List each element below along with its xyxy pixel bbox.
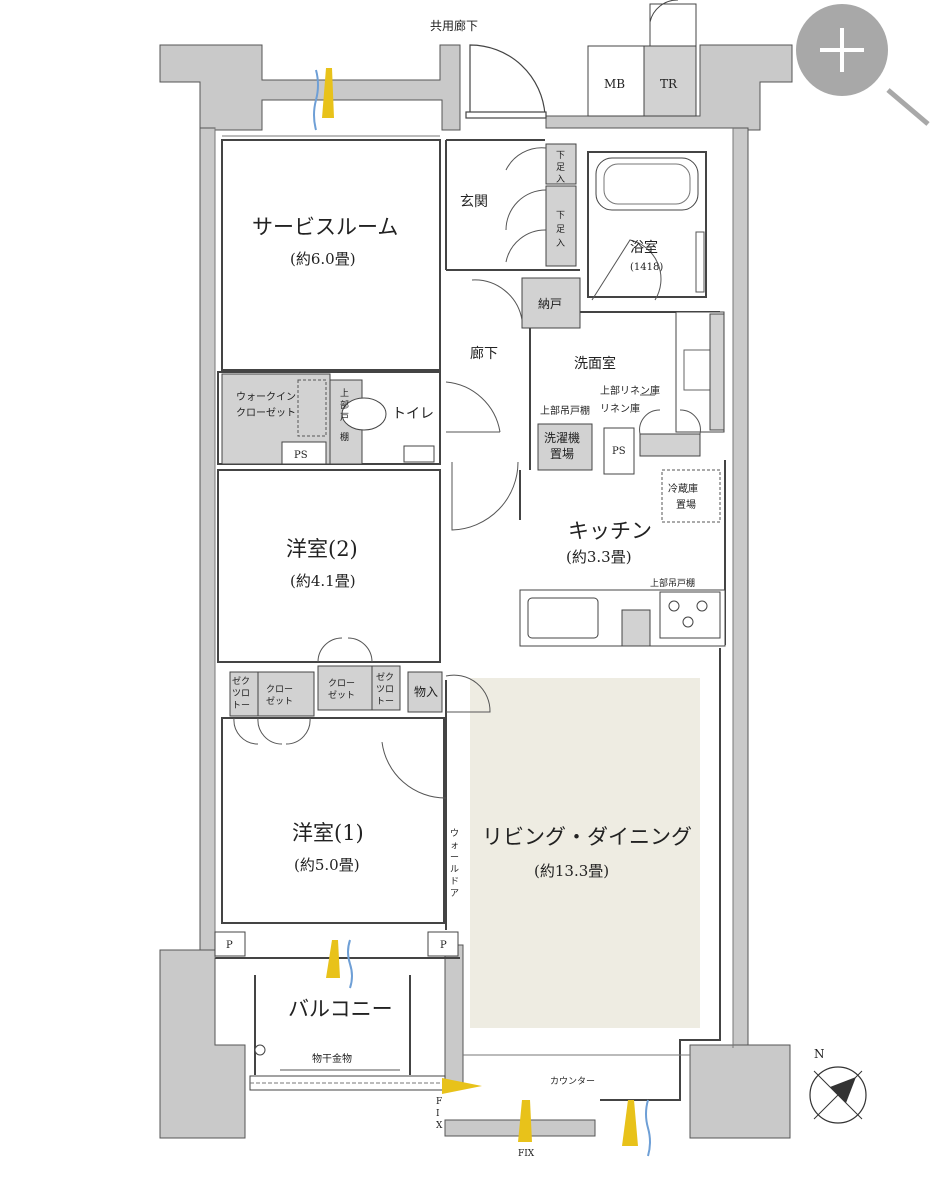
zoom-in-button[interactable]	[792, 4, 942, 128]
svg-text:リネン庫: リネン庫	[600, 402, 640, 415]
svg-text:下: 下	[556, 211, 565, 221]
svg-text:クロー: クロー	[328, 678, 355, 689]
ldk-area: (約13.3畳)	[534, 862, 609, 880]
hallway-label: 廊下	[470, 345, 498, 362]
north-compass-icon	[809, 1066, 867, 1124]
entrance-door[interactable]	[465, 44, 547, 119]
shoe-storage-1	[545, 143, 577, 185]
svg-text:下: 下	[556, 151, 565, 161]
labels: 共用廊下 MB TR 玄関 下 足 入 下 足 入 浴室 (1418) 納戸 廊…	[226, 18, 825, 1159]
svg-text:上部吊戸棚: 上部吊戸棚	[650, 577, 695, 589]
north-label: N	[814, 1047, 825, 1061]
svg-text:上: 上	[340, 388, 349, 399]
room2-area: (約4.1畳)	[290, 572, 356, 590]
svg-text:クローゼット: クローゼット	[236, 407, 296, 419]
bath-size: (1418)	[630, 262, 663, 273]
tr-label: TR	[660, 77, 678, 91]
svg-text:入: 入	[556, 174, 565, 185]
svg-text:ゼット: ゼット	[328, 689, 355, 701]
svg-text:トー: トー	[232, 701, 250, 711]
genkan-label: 玄関	[460, 193, 488, 210]
tr-box	[643, 45, 697, 117]
counter-label: カウンター	[550, 1076, 595, 1087]
svg-text:ツロ: ツロ	[232, 689, 250, 699]
svg-text:ド: ド	[450, 877, 459, 887]
structural-walls	[159, 44, 793, 1139]
magnifier-plus-icon	[796, 4, 930, 126]
kitchen-label: キッチン	[568, 519, 652, 543]
service-room-area: (約6.0畳)	[290, 250, 356, 268]
svg-text:置場: 置場	[676, 498, 696, 511]
svg-text:I: I	[436, 1109, 440, 1119]
common-corridor-label: 共用廊下	[430, 18, 478, 33]
room1-label: 洋室(1)	[292, 821, 364, 845]
svg-text:上部吊戸棚: 上部吊戸棚	[540, 404, 590, 417]
svg-text:足: 足	[556, 224, 565, 235]
svg-text:洗濯機: 洗濯機	[544, 430, 580, 445]
washer-space	[537, 423, 593, 471]
room1-area: (約5.0畳)	[294, 856, 360, 874]
svg-text:ウォークイン: ウォークイン	[236, 391, 296, 403]
toilet-label: トイレ	[392, 406, 434, 422]
service-room-label: サービスルーム	[252, 215, 398, 239]
svg-text:P: P	[440, 940, 447, 951]
ventilation-arrows	[313, 68, 651, 1157]
kitchen-area: (約3.3畳)	[566, 548, 632, 566]
shoe-storage-2	[545, 185, 577, 267]
svg-text:ウ: ウ	[450, 828, 459, 839]
svg-text:ゼク: ゼク	[232, 675, 250, 687]
svg-text:上部リネン庫: 上部リネン庫	[600, 384, 660, 397]
svg-text:トー: トー	[376, 697, 394, 707]
nando-box	[521, 277, 581, 329]
ldk-floor	[470, 678, 700, 1028]
bath-label: 浴室	[630, 239, 658, 256]
svg-text:F: F	[436, 1097, 442, 1107]
svg-text:足: 足	[556, 162, 565, 173]
monoire-box	[407, 671, 443, 713]
nando-label: 納戸	[538, 297, 562, 311]
balcony-label: バルコニー	[288, 997, 393, 1021]
svg-text:X: X	[436, 1121, 443, 1131]
mb-label: MB	[604, 77, 625, 91]
room2-label: 洋室(2)	[286, 537, 358, 561]
svg-text:FIX: FIX	[518, 1149, 535, 1159]
ldk-label: リビング・ダイニング	[482, 825, 692, 849]
svg-text:戸: 戸	[340, 412, 349, 423]
svg-text:入: 入	[556, 238, 565, 249]
svg-text:ゼット: ゼット	[266, 695, 293, 707]
svg-text:部: 部	[340, 399, 349, 411]
svg-text:ツロ: ツロ	[376, 685, 394, 695]
svg-text:冷蔵庫: 冷蔵庫	[668, 482, 698, 495]
svg-text:ォ: ォ	[450, 841, 459, 851]
senmen-label: 洗面室	[574, 355, 616, 372]
svg-text:PS: PS	[612, 446, 626, 457]
bathtub	[595, 157, 699, 211]
svg-text:クロー: クロー	[266, 684, 293, 695]
svg-text:ゼク: ゼク	[376, 671, 394, 683]
svg-text:棚: 棚	[340, 431, 349, 443]
svg-text:PS: PS	[294, 450, 308, 461]
svg-text:P: P	[226, 940, 233, 951]
monoire-label: 物入	[414, 685, 438, 699]
svg-text:物干金物: 物干金物	[312, 1052, 352, 1065]
svg-text:ア: ア	[450, 889, 459, 899]
svg-text:ル: ル	[450, 865, 459, 875]
svg-text:置場: 置場	[550, 447, 574, 461]
svg-text:ー: ー	[450, 853, 459, 863]
fridge-space	[661, 469, 721, 523]
